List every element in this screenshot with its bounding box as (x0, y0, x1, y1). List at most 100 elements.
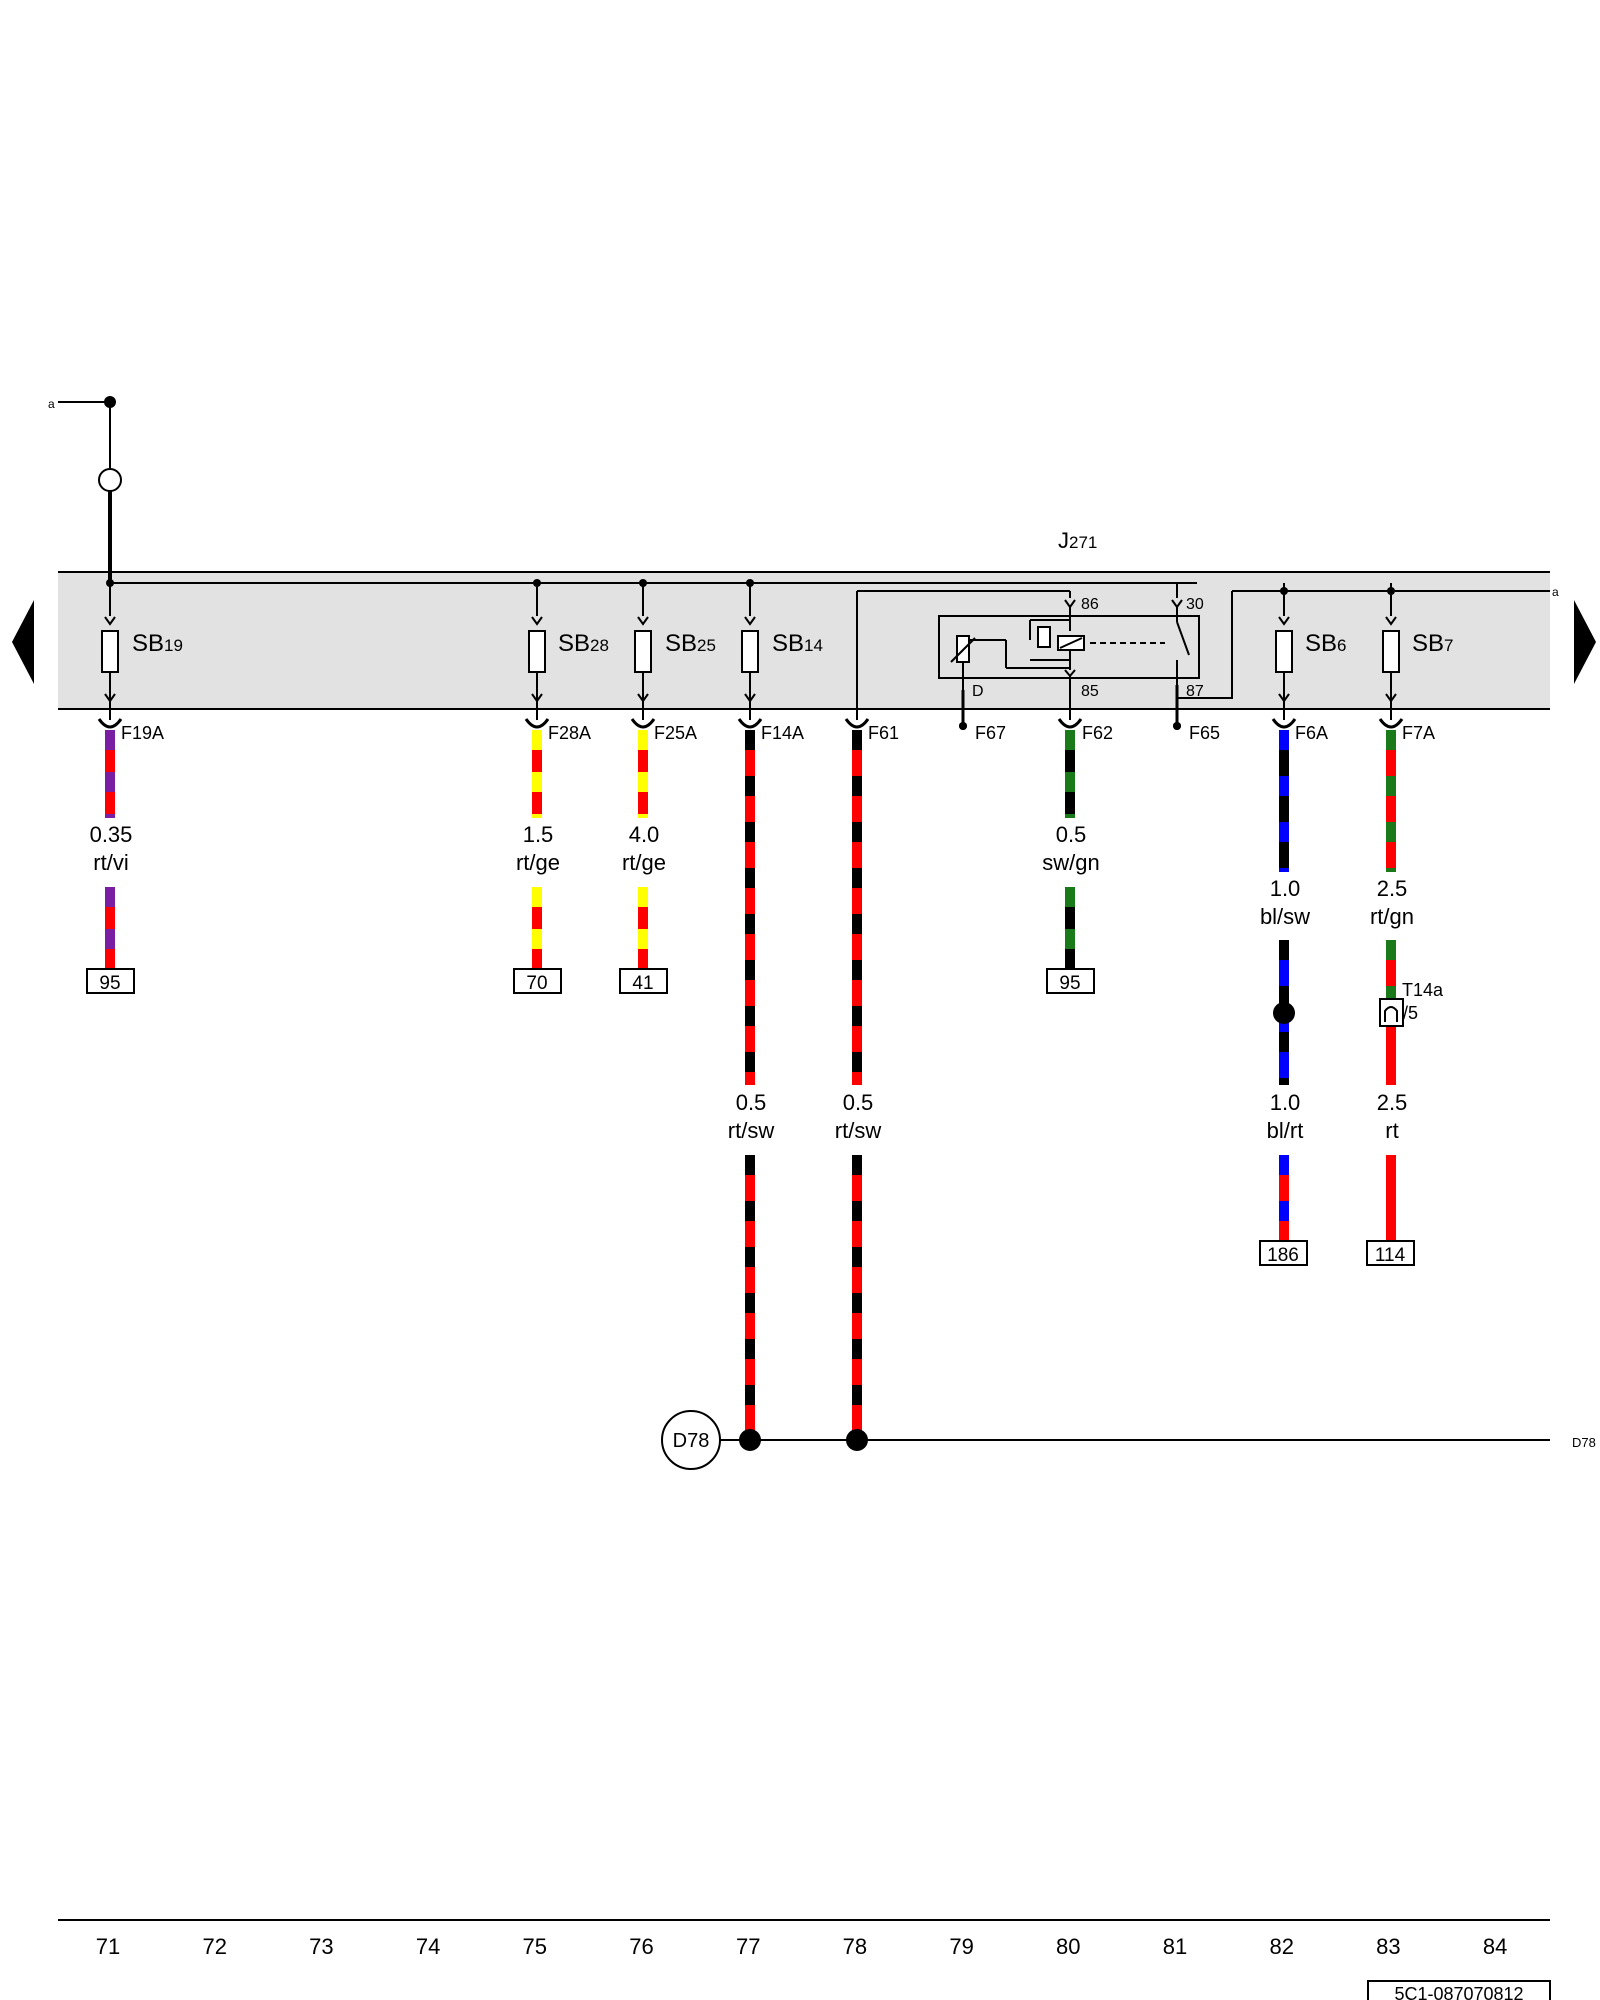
pin-label-f14a: F14A (761, 723, 804, 743)
connector-name: T14a (1402, 980, 1444, 1000)
pin-label-f25a: F25A (654, 723, 697, 743)
pin-socket-icon (737, 718, 763, 729)
wire-color: rt/ge (516, 850, 560, 875)
arrow-right-icon[interactable] (1574, 600, 1596, 684)
wire-gauge: 0.5 (736, 1090, 767, 1115)
relay-pin-d: D (972, 683, 984, 700)
pin-socket-icon (97, 718, 123, 729)
wire-gauge: 1.0 (1270, 876, 1301, 901)
wire-color: rt/sw (728, 1118, 775, 1143)
wire-gauge: 2.5 (1377, 876, 1408, 901)
destination-number: 186 (1267, 1245, 1299, 1266)
wire-gauge: 1.0 (1270, 1090, 1301, 1115)
relay-pin-85: 85 (1081, 683, 1099, 700)
bus-junction (639, 579, 647, 587)
fuse-contact (744, 693, 756, 703)
grid-number: 73 (309, 1934, 333, 1959)
ground-label: D78 (673, 1430, 710, 1452)
connector-pin: /5 (1403, 1003, 1418, 1023)
pin-label-f28a: F28A (548, 723, 591, 743)
wire-color: rt/ge (622, 850, 666, 875)
relay-pin-30: 30 (1186, 596, 1204, 613)
pin-socket-icon (1271, 718, 1297, 729)
grid-number: 79 (949, 1934, 973, 1959)
pin-label-f7a: F7A (1402, 723, 1435, 743)
wire-gauge: 0.5 (843, 1090, 874, 1115)
grid-number: 72 (202, 1934, 226, 1959)
wire-gauge: 1.5 (523, 822, 554, 847)
fuse-contact (104, 693, 116, 703)
grid-number: 77 (736, 1934, 760, 1959)
wire-color: rt/vi (93, 850, 128, 875)
destination-number: 41 (632, 973, 653, 994)
marker-a-right: a (1552, 585, 1559, 599)
fuse-contact (531, 693, 543, 703)
grid-number: 76 (629, 1934, 653, 1959)
fuse-label-sb19: SB19 (132, 630, 183, 657)
fuse-label-sb28: SB28 (558, 630, 609, 657)
wire-color: rt/gn (1370, 904, 1414, 929)
bus-junction (106, 579, 114, 587)
fuse-icon (528, 630, 546, 673)
destination-box[interactable]: 114 (1366, 1240, 1415, 1266)
marker-a-left: a (48, 397, 55, 411)
pin-stub (1173, 722, 1181, 730)
pin-socket-icon (1378, 718, 1404, 729)
fuse-contact (1385, 616, 1397, 626)
bus-link-87 (1177, 591, 1233, 699)
destination-box[interactable]: 95 (86, 968, 135, 994)
fuse-contact (637, 693, 649, 703)
fuse-icon (101, 630, 119, 673)
fuse-contact (1278, 616, 1290, 626)
bus-junction (1387, 587, 1395, 595)
wire-color: sw/gn (1042, 850, 1099, 875)
wire-color: rt (1385, 1118, 1398, 1143)
destination-number: 95 (99, 973, 120, 994)
fuse-label-sb6: SB6 (1305, 630, 1346, 657)
wire-gauge: 2.5 (1377, 1090, 1408, 1115)
ground-point-icon[interactable] (661, 1410, 721, 1470)
pin-socket-icon (630, 718, 656, 729)
fuse-label-sb7: SB7 (1412, 630, 1453, 657)
fuse-icon (1382, 630, 1400, 673)
wire-gauge: 0.5 (1056, 822, 1087, 847)
pin-label-f65: F65 (1189, 723, 1220, 743)
fuse-icon (741, 630, 759, 673)
pin-socket-icon (1057, 718, 1083, 729)
connector-icon (1379, 998, 1404, 1027)
wire-gauge: 4.0 (629, 822, 660, 847)
fuse-contact (1385, 693, 1397, 703)
grid-number: 75 (523, 1934, 547, 1959)
wire-color: bl/sw (1260, 904, 1310, 929)
fuse-icon (1275, 630, 1293, 673)
splice-point (1273, 1002, 1295, 1024)
bus-junction (746, 579, 754, 587)
terminal-circle (98, 468, 122, 492)
relay-icon (856, 583, 1200, 730)
destination-number: 114 (1375, 1245, 1406, 1266)
grid-number: 81 (1163, 1934, 1187, 1959)
ground-ref-right: D78 (1572, 1435, 1596, 1450)
destination-box[interactable]: 41 (619, 968, 668, 994)
grid-number: 82 (1269, 1934, 1293, 1959)
fuse-carrier-panel (58, 572, 1550, 709)
destination-number: 70 (526, 973, 547, 994)
pin-label-f67: F67 (975, 723, 1006, 743)
fuse-label-sb14: SB14 (772, 630, 823, 657)
relay-pin-87: 87 (1186, 683, 1204, 700)
grid-number: 80 (1056, 1934, 1080, 1959)
wire-gauge: 0.35 (90, 822, 133, 847)
destination-box[interactable]: 95 (1046, 968, 1095, 994)
wire-color: rt/sw (835, 1118, 882, 1143)
doc-id: 5C1-087070812 (1394, 1984, 1523, 2000)
fuse-contact (531, 616, 543, 626)
relay-pin-86: 86 (1081, 596, 1099, 613)
pin-label-f6a: F6A (1295, 723, 1328, 743)
destination-box[interactable]: 186 (1259, 1240, 1308, 1266)
arrow-left-icon[interactable] (12, 600, 34, 684)
grid-number: 83 (1376, 1934, 1400, 1959)
pin-label-f62: F62 (1082, 723, 1113, 743)
destination-box[interactable]: 70 (513, 968, 562, 994)
fuse-contact (104, 616, 116, 626)
